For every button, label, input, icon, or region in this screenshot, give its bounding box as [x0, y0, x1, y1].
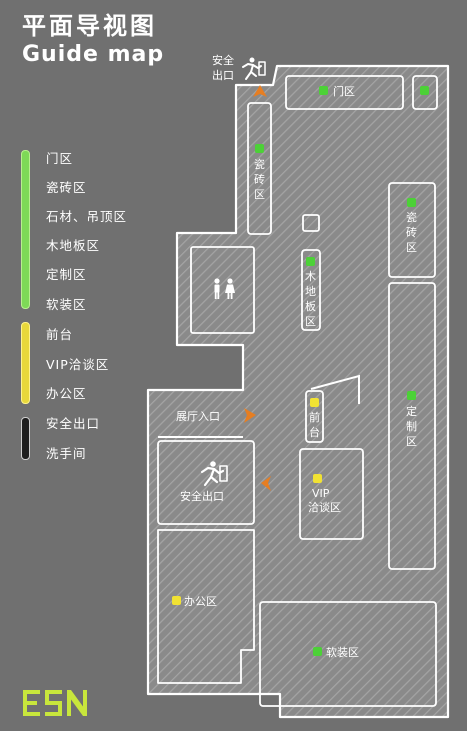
label-tile-right-3: 区: [406, 241, 417, 254]
label-exit-main: 安全出口: [180, 489, 224, 503]
label-tile-right-2: 砖: [406, 225, 417, 239]
room-vip[interactable]: [299, 448, 364, 540]
label-tile-left: 瓷 砖 区: [254, 157, 265, 201]
title-cn: 平面导视图: [22, 12, 157, 40]
room-restroom[interactable]: [190, 246, 255, 334]
room-door[interactable]: [285, 75, 404, 110]
label-tile-left-1: 瓷: [254, 157, 265, 171]
marker-front-desk: [310, 398, 319, 407]
label-custom-1: 定: [406, 404, 417, 418]
legend-item: VIP洽谈区: [46, 357, 110, 372]
label-custom-3: 区: [406, 435, 417, 448]
room-office[interactable]: [157, 529, 255, 684]
marker-door-small: [420, 86, 429, 95]
label-wood-2: 地: [305, 285, 316, 298]
legend-item: 定制区: [46, 267, 87, 282]
room-tile-right[interactable]: [388, 182, 436, 278]
entrance-arrow-icon: [244, 408, 256, 423]
marker-custom: [407, 391, 416, 400]
room-soft[interactable]: [259, 601, 437, 707]
brand-logo: [23, 690, 87, 716]
label-wood-1: 木: [305, 270, 316, 283]
label-entrance: 展厅入口: [176, 410, 220, 423]
wall-diagonal: [310, 374, 360, 404]
legend-bar-black: [21, 417, 30, 460]
legend-item: 软装区: [46, 297, 87, 312]
exit-runner-icon-top: [242, 57, 266, 80]
label-soft: 软装区: [326, 645, 359, 659]
legend-bar-yellow: [21, 322, 30, 404]
label-custom: 定 制 区: [406, 404, 417, 448]
marker-tile-right: [407, 198, 416, 207]
label-wood-4: 区: [305, 315, 316, 328]
marker-wood: [306, 257, 315, 266]
exit-runner-icon: [200, 461, 228, 487]
label-front-desk: 前 台: [309, 410, 320, 439]
marker-soft: [313, 647, 322, 656]
top-exit-arrow-icon: [253, 85, 267, 97]
marker-vip: [313, 474, 322, 483]
marker-door: [319, 86, 328, 95]
legend-item: 木地板区: [46, 238, 101, 253]
room-front-desk[interactable]: [305, 390, 324, 443]
label-wood: 木 地 板 区: [305, 270, 316, 328]
label-wood-3: 板: [305, 299, 316, 313]
label-tile-right-1: 瓷: [406, 210, 417, 224]
room-door-small[interactable]: [412, 75, 438, 110]
room-pillar: [302, 214, 320, 232]
label-vip-1: VIP: [312, 487, 330, 500]
marker-tile-left: [255, 144, 264, 153]
legend-item: 办公区: [46, 386, 87, 401]
legend-item: 洗手间: [46, 446, 87, 461]
label-exit-top-2: 出口: [212, 68, 234, 82]
restroom-icon: [214, 278, 235, 299]
legend-item: 门区: [46, 151, 74, 166]
label-office: 办公区: [184, 595, 217, 608]
marker-office: [172, 596, 181, 605]
title-en: Guide map: [22, 42, 165, 67]
label-exit-top-1: 安全: [212, 53, 234, 67]
exit-arrow-icon: [261, 476, 271, 491]
label-vip-2: 洽谈区: [308, 501, 341, 514]
legend-bar-green: [21, 150, 30, 309]
legend-item: 石材、吊顶区: [46, 209, 128, 224]
room-exit[interactable]: [157, 440, 255, 525]
building-outline: [146, 64, 450, 719]
label-front-desk-2: 台: [309, 425, 320, 439]
legend-item: 前台: [46, 327, 74, 342]
label-tile-left-2: 砖: [254, 172, 265, 186]
label-tile-right: 瓷 砖 区: [406, 210, 417, 254]
label-custom-2: 制: [406, 420, 417, 433]
label-front-desk-1: 前: [309, 410, 320, 424]
room-tile-left[interactable]: [247, 102, 272, 235]
label-door: 门区: [333, 84, 355, 98]
legend-item: 瓷砖区: [46, 180, 87, 195]
label-tile-left-3: 区: [254, 188, 265, 201]
legend-item: 安全出口: [46, 416, 101, 431]
room-wood[interactable]: [301, 249, 321, 331]
room-custom[interactable]: [388, 282, 436, 570]
